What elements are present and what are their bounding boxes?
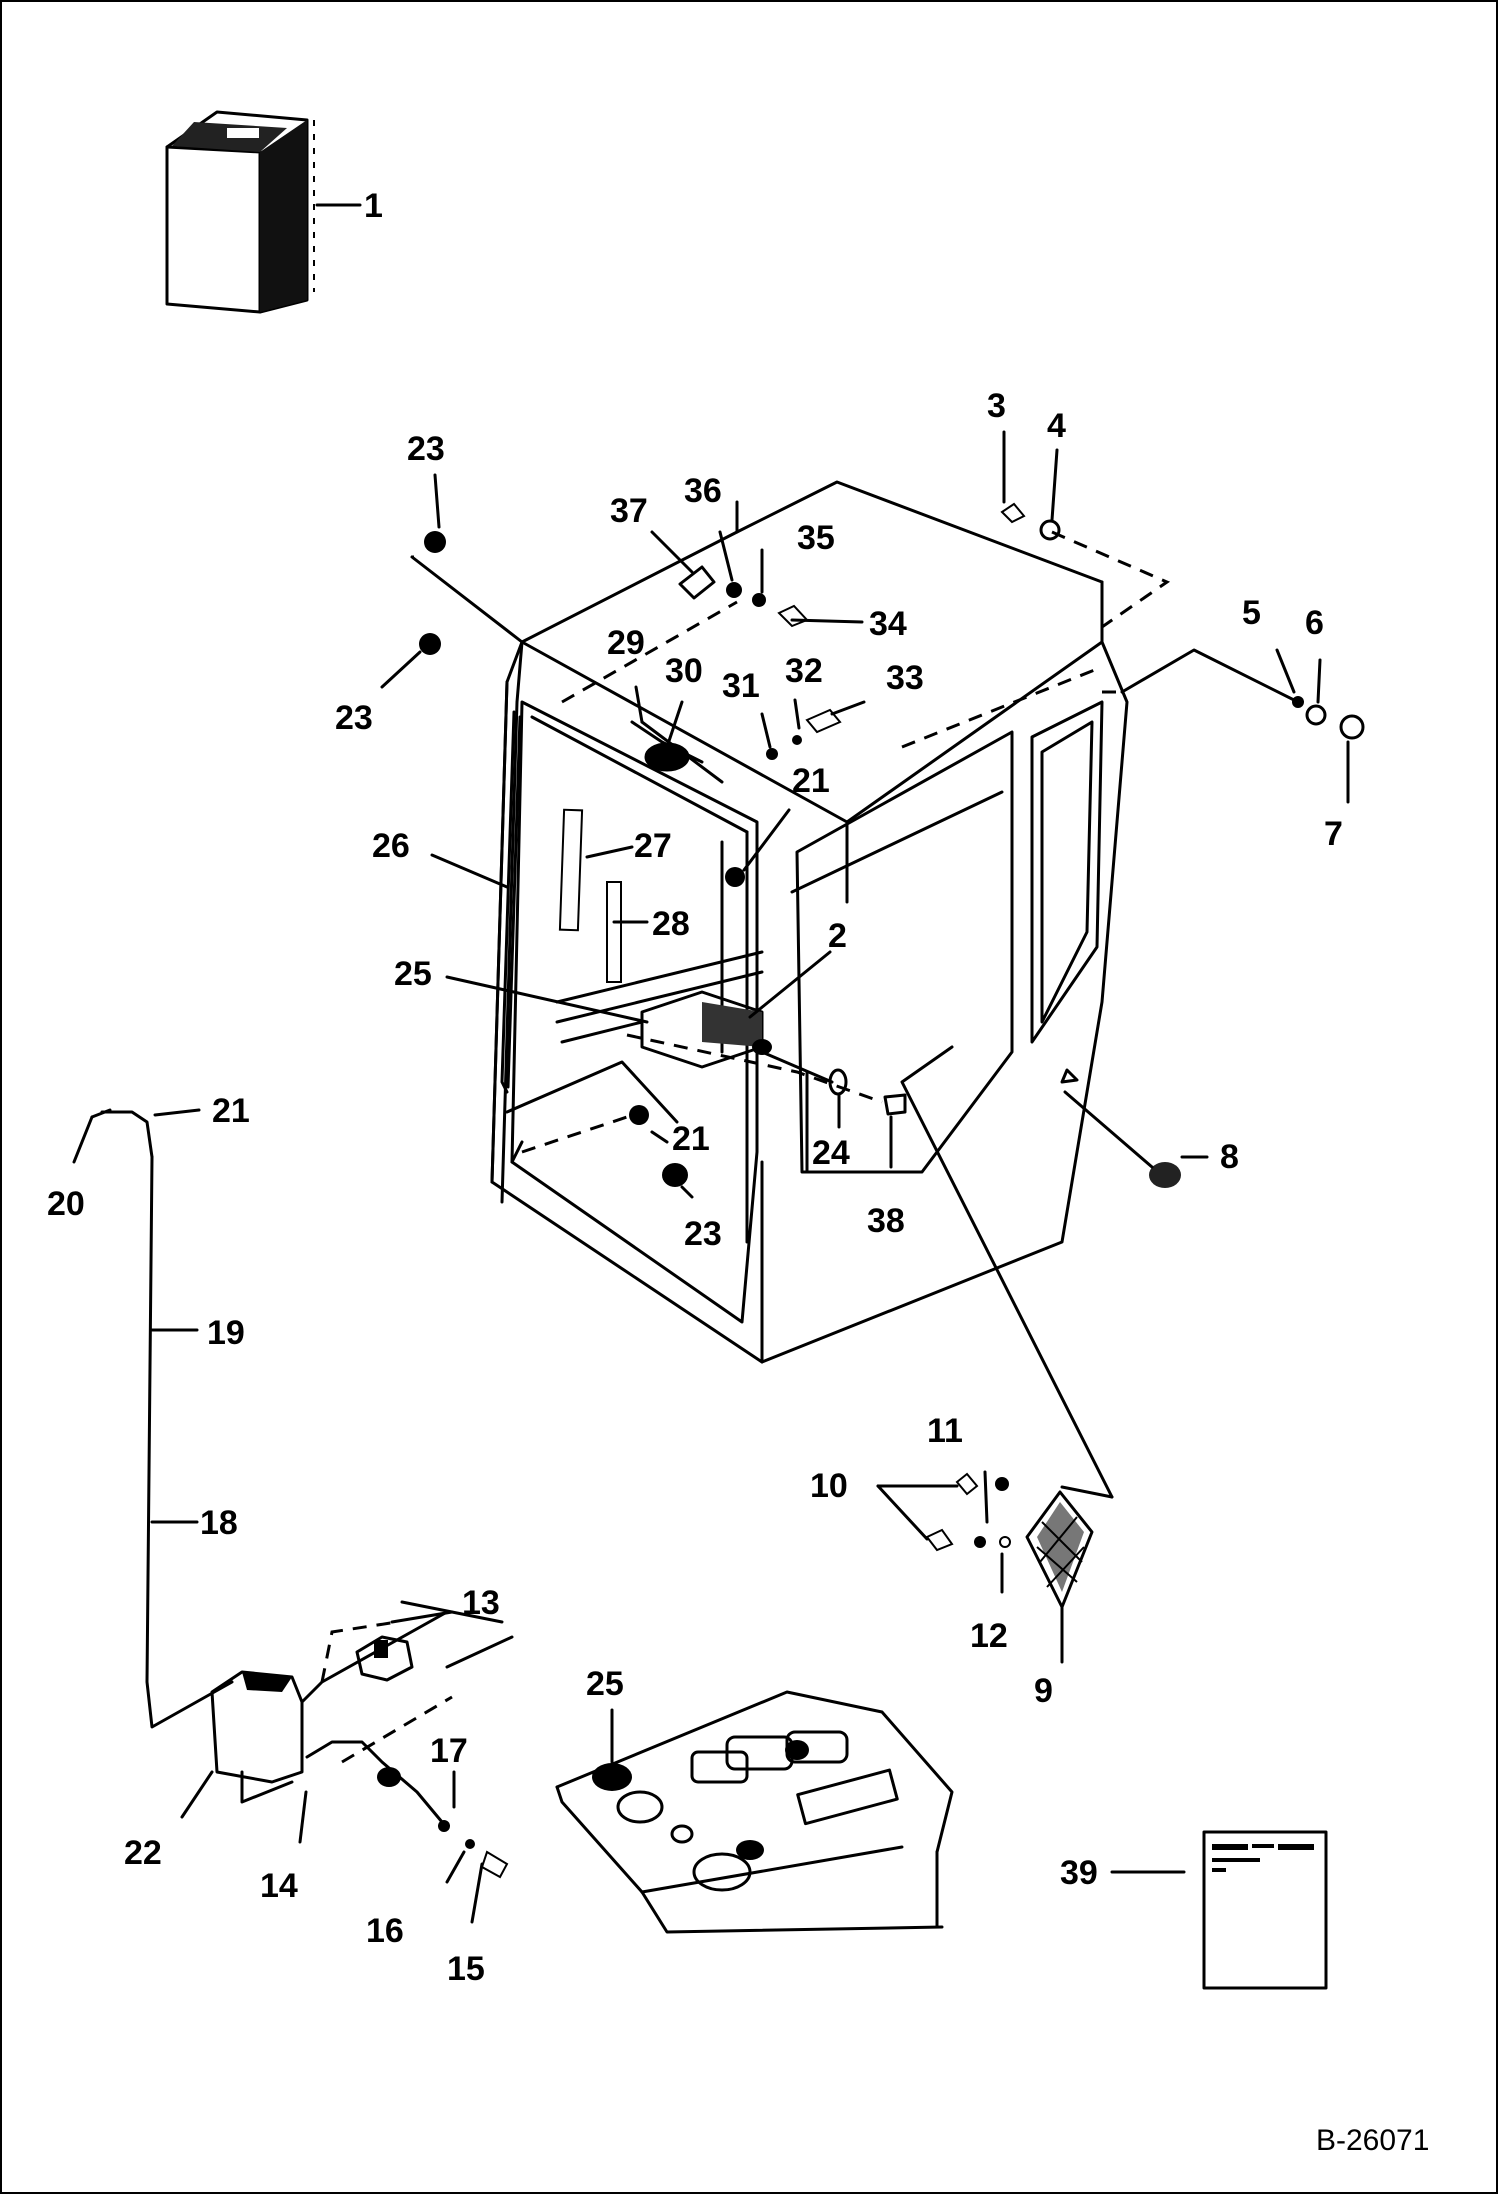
callout-9: 9 — [1034, 1672, 1053, 1710]
cab-body — [490, 480, 1129, 1364]
roof-fasteners — [419, 502, 1365, 1187]
callout-28: 28 — [652, 905, 690, 943]
callout-1: 1 — [364, 187, 383, 225]
callout-20: 20 — [47, 1185, 85, 1223]
floor-panel — [555, 1690, 954, 1934]
manual-binder-part — [165, 110, 362, 314]
decal-part — [1110, 1830, 1328, 1990]
callout-35: 35 — [797, 519, 835, 557]
callout-32: 32 — [785, 652, 823, 690]
drawing-number: B-26071 — [1316, 2124, 1429, 2157]
leader-lines — [72, 430, 1350, 1819]
callout-18: 18 — [200, 1504, 238, 1542]
callout-23b: 23 — [335, 699, 373, 737]
callout-2: 2 — [828, 917, 847, 955]
callout-36: 36 — [684, 472, 722, 510]
callout-23a: 23 — [407, 430, 445, 468]
callout-6: 6 — [1305, 604, 1324, 642]
washer-tank — [90, 1108, 514, 1824]
callout-5: 5 — [1242, 594, 1261, 632]
callout-37: 37 — [610, 492, 648, 530]
net-pocket — [900, 1045, 1114, 1664]
callout-21b: 21 — [792, 762, 830, 800]
bracket-part — [355, 1635, 414, 1682]
callout-16: 16 — [366, 1912, 404, 1950]
callout-23c: 23 — [684, 1215, 722, 1253]
callout-14: 14 — [260, 1867, 298, 1905]
callout-19: 19 — [207, 1314, 245, 1352]
callout-15: 15 — [447, 1950, 485, 1988]
callout-30: 30 — [665, 652, 703, 690]
callout-24: 24 — [812, 1134, 850, 1172]
callout-labels: 1 2 3 4 5 6 7 8 9 10 11 12 13 14 15 16 1… — [47, 187, 1343, 1988]
bolt-hardware-10-12 — [876, 1470, 1011, 1594]
callout-33: 33 — [886, 659, 924, 697]
callout-34: 34 — [869, 605, 907, 643]
callout-3: 3 — [987, 387, 1006, 425]
callout-39: 39 — [1060, 1854, 1098, 1892]
callout-25b: 25 — [586, 1665, 624, 1703]
callout-31: 31 — [722, 667, 760, 705]
callout-21c: 21 — [672, 1120, 710, 1158]
callout-38: 38 — [867, 1202, 905, 1240]
callout-4: 4 — [1047, 407, 1066, 445]
callout-13: 13 — [462, 1584, 500, 1622]
wiper-motor — [560, 990, 772, 1069]
callout-8: 8 — [1220, 1138, 1239, 1176]
callout-26: 26 — [372, 827, 410, 865]
wiper-assembly — [500, 710, 724, 1094]
fasteners-14-17 — [298, 1770, 509, 1924]
callout-29: 29 — [607, 624, 645, 662]
callout-12: 12 — [970, 1617, 1008, 1655]
callout-22: 22 — [124, 1834, 162, 1872]
callout-7: 7 — [1324, 815, 1343, 853]
callout-17: 17 — [430, 1732, 468, 1770]
callout-27: 27 — [634, 827, 672, 865]
callout-25a: 25 — [394, 955, 432, 993]
callout-11: 11 — [927, 1412, 963, 1450]
callout-10: 10 — [810, 1467, 848, 1505]
callout-21a: 21 — [212, 1092, 250, 1130]
reflector-part — [1060, 1068, 1181, 1188]
